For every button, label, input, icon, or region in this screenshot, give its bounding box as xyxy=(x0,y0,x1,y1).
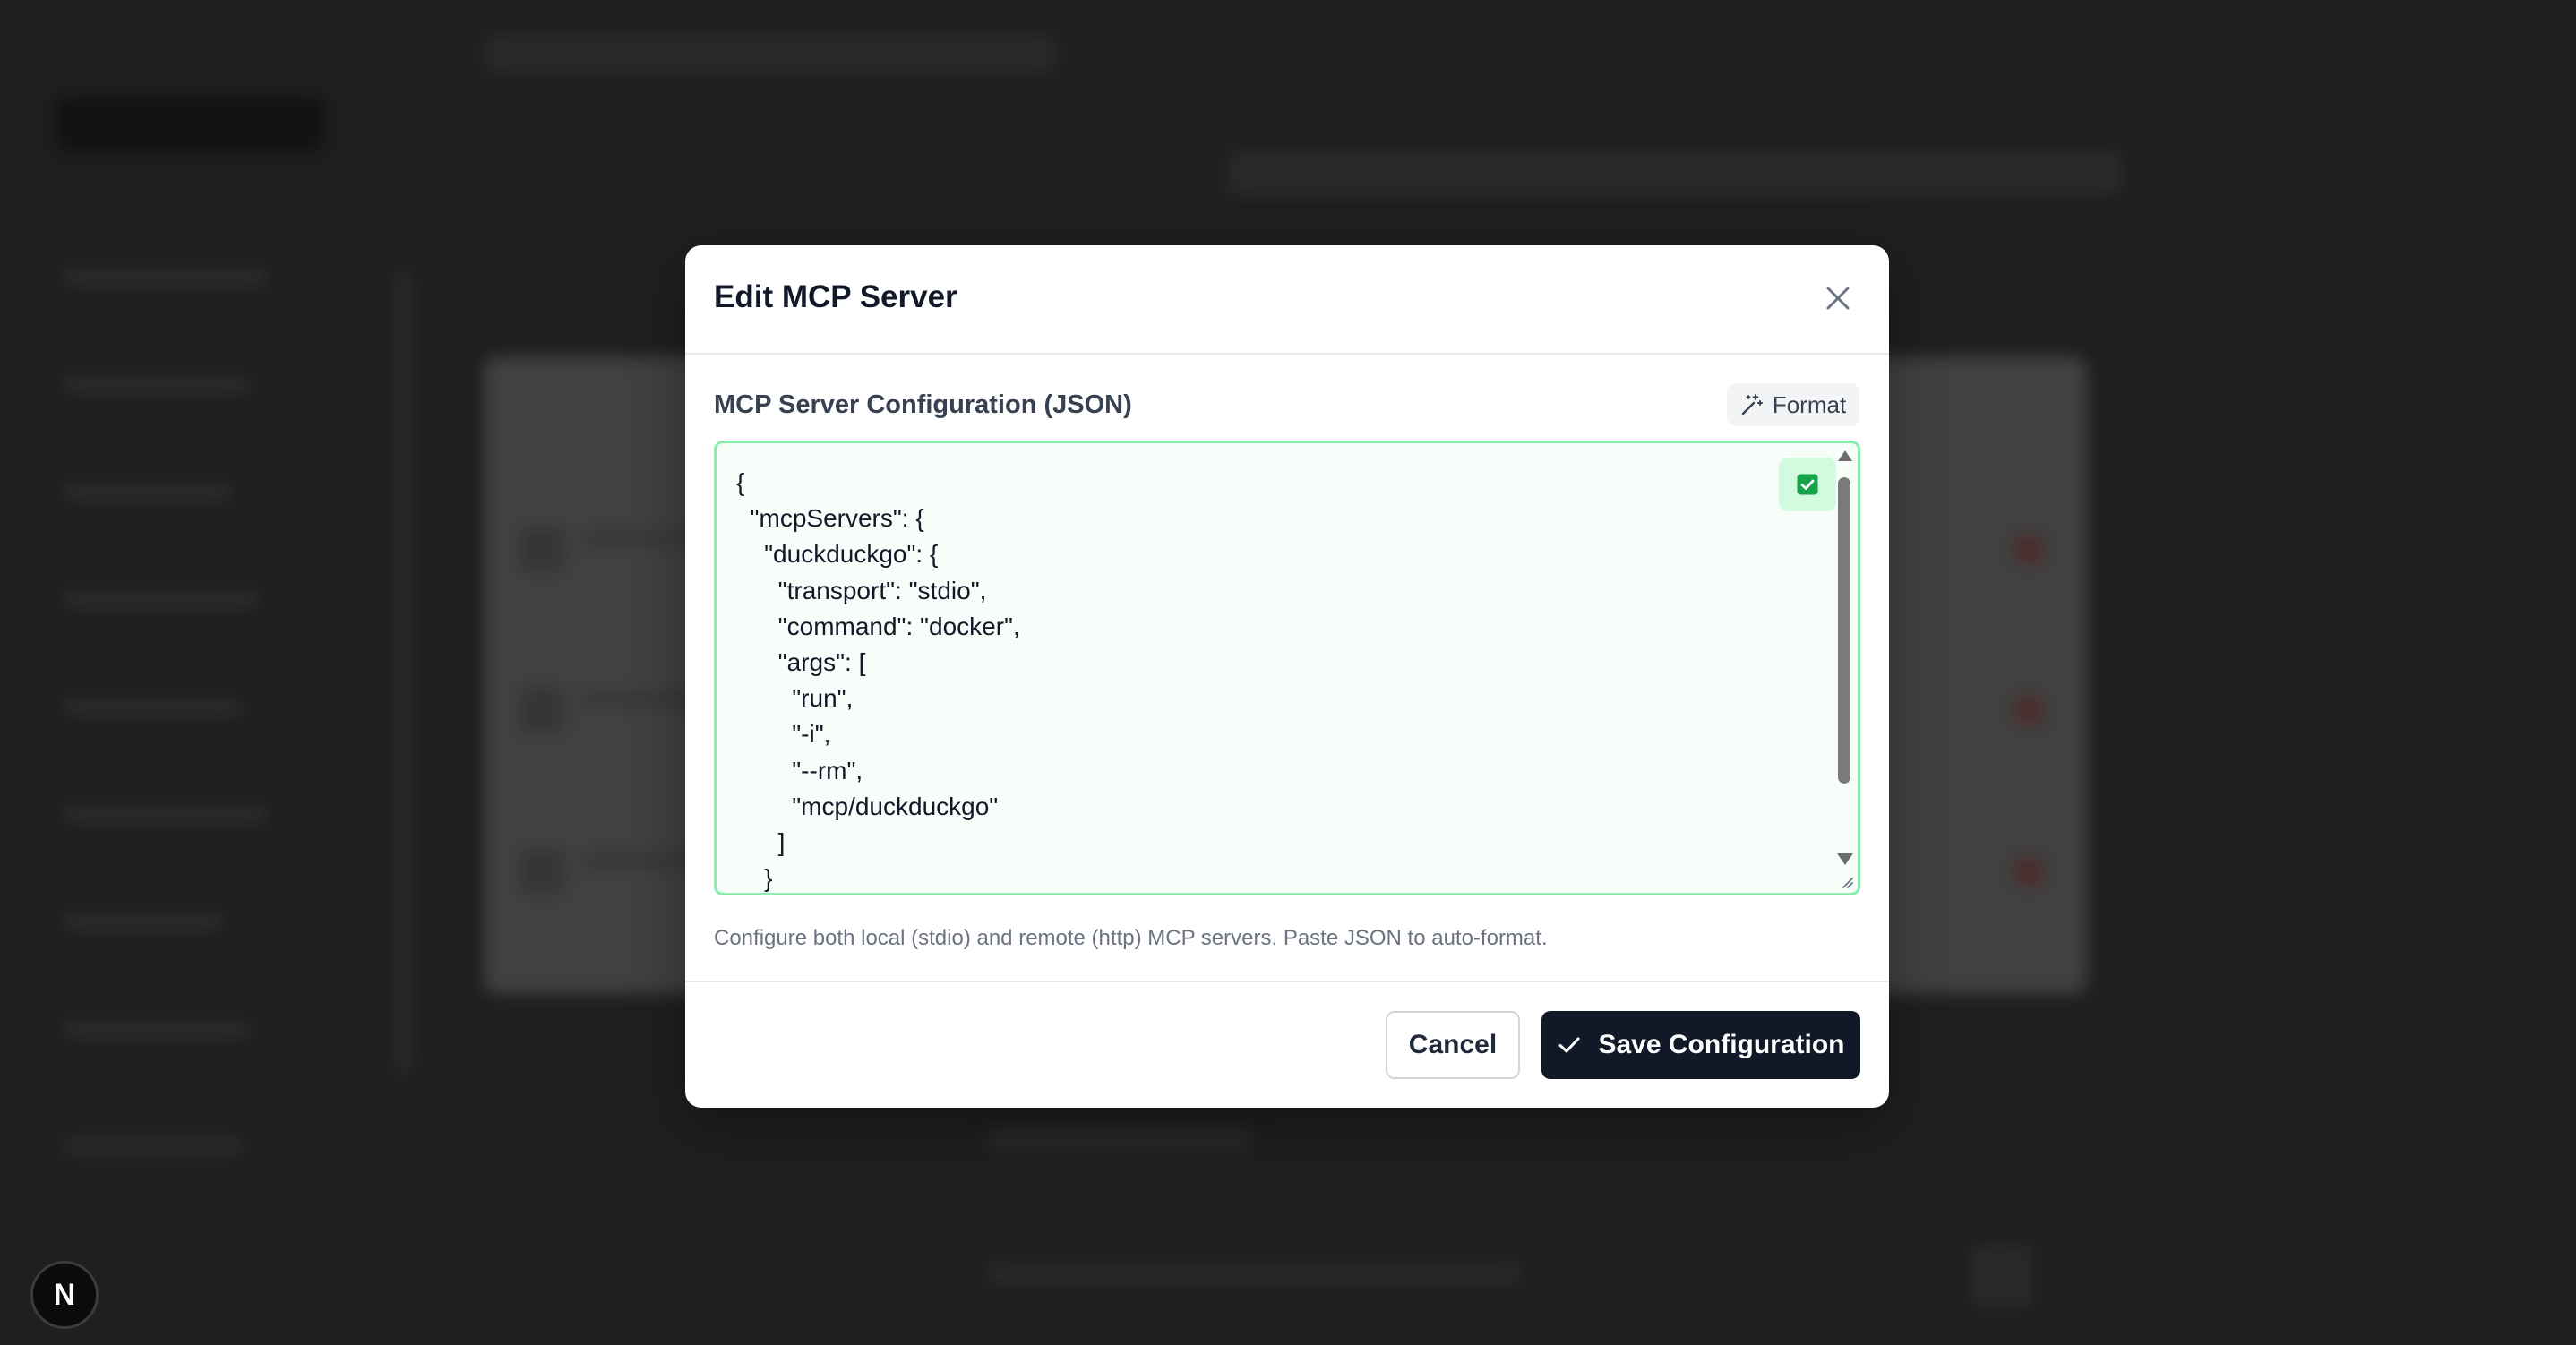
bg-logo xyxy=(56,97,324,152)
scroll-up-arrow-icon[interactable] xyxy=(1838,450,1852,461)
checkbox-check-icon xyxy=(1797,474,1818,495)
close-icon xyxy=(1826,287,1850,310)
bg-sidebar-divider xyxy=(394,269,412,1075)
bg-sidebar-item xyxy=(63,591,260,609)
format-button[interactable]: Format xyxy=(1727,383,1859,426)
bg-sidebar-item xyxy=(63,269,269,287)
save-button-label: Save Configuration xyxy=(1598,1030,1845,1059)
bg-sidebar-item xyxy=(63,484,233,501)
json-valid-indicator xyxy=(1779,458,1836,511)
checkmark-icon xyxy=(1558,1037,1580,1053)
scrollbar-thumb[interactable] xyxy=(1838,477,1850,784)
json-editor-content[interactable]: { "mcpServers": { "duckduckgo": { "trans… xyxy=(736,468,1020,893)
bg-sidebar-item xyxy=(63,913,224,931)
bg-sidebar-item xyxy=(63,1021,251,1039)
nextjs-dev-badge[interactable]: N xyxy=(30,1261,99,1329)
bg-footer-button xyxy=(1971,1245,2033,1307)
magic-wand-icon xyxy=(1741,394,1763,415)
json-field-label: MCP Server Configuration (JSON) xyxy=(714,390,1132,419)
save-configuration-button[interactable]: Save Configuration xyxy=(1541,1011,1860,1079)
bg-sidebar-item xyxy=(63,698,242,716)
bg-sidebar-item xyxy=(63,1137,242,1155)
close-button[interactable] xyxy=(1817,278,1859,319)
bg-footer-line xyxy=(985,1128,1254,1150)
bg-sidebar-item xyxy=(63,376,251,394)
bg-search xyxy=(1227,150,2123,195)
scroll-down-arrow-icon[interactable] xyxy=(1837,853,1853,865)
dialog-title: Edit MCP Server xyxy=(714,279,957,314)
edit-mcp-server-dialog: Edit MCP Server MCP Server Configuration… xyxy=(685,245,1889,1108)
bg-sidebar-item xyxy=(63,806,269,824)
bg-footer-line xyxy=(985,1263,1523,1284)
format-button-label: Format xyxy=(1772,390,1847,418)
help-text: Configure both local (stdio) and remote … xyxy=(714,926,1548,950)
cancel-button[interactable]: Cancel xyxy=(1386,1011,1520,1079)
resize-grip-icon[interactable] xyxy=(1838,873,1854,889)
bg-header-title xyxy=(484,34,1057,73)
dialog-header: Edit MCP Server xyxy=(685,245,1889,355)
json-editor[interactable]: { "mcpServers": { "duckduckgo": { "trans… xyxy=(714,441,1860,895)
editor-scrollbar[interactable] xyxy=(1834,450,1854,886)
dialog-footer: Cancel Save Configuration xyxy=(685,981,1889,1108)
